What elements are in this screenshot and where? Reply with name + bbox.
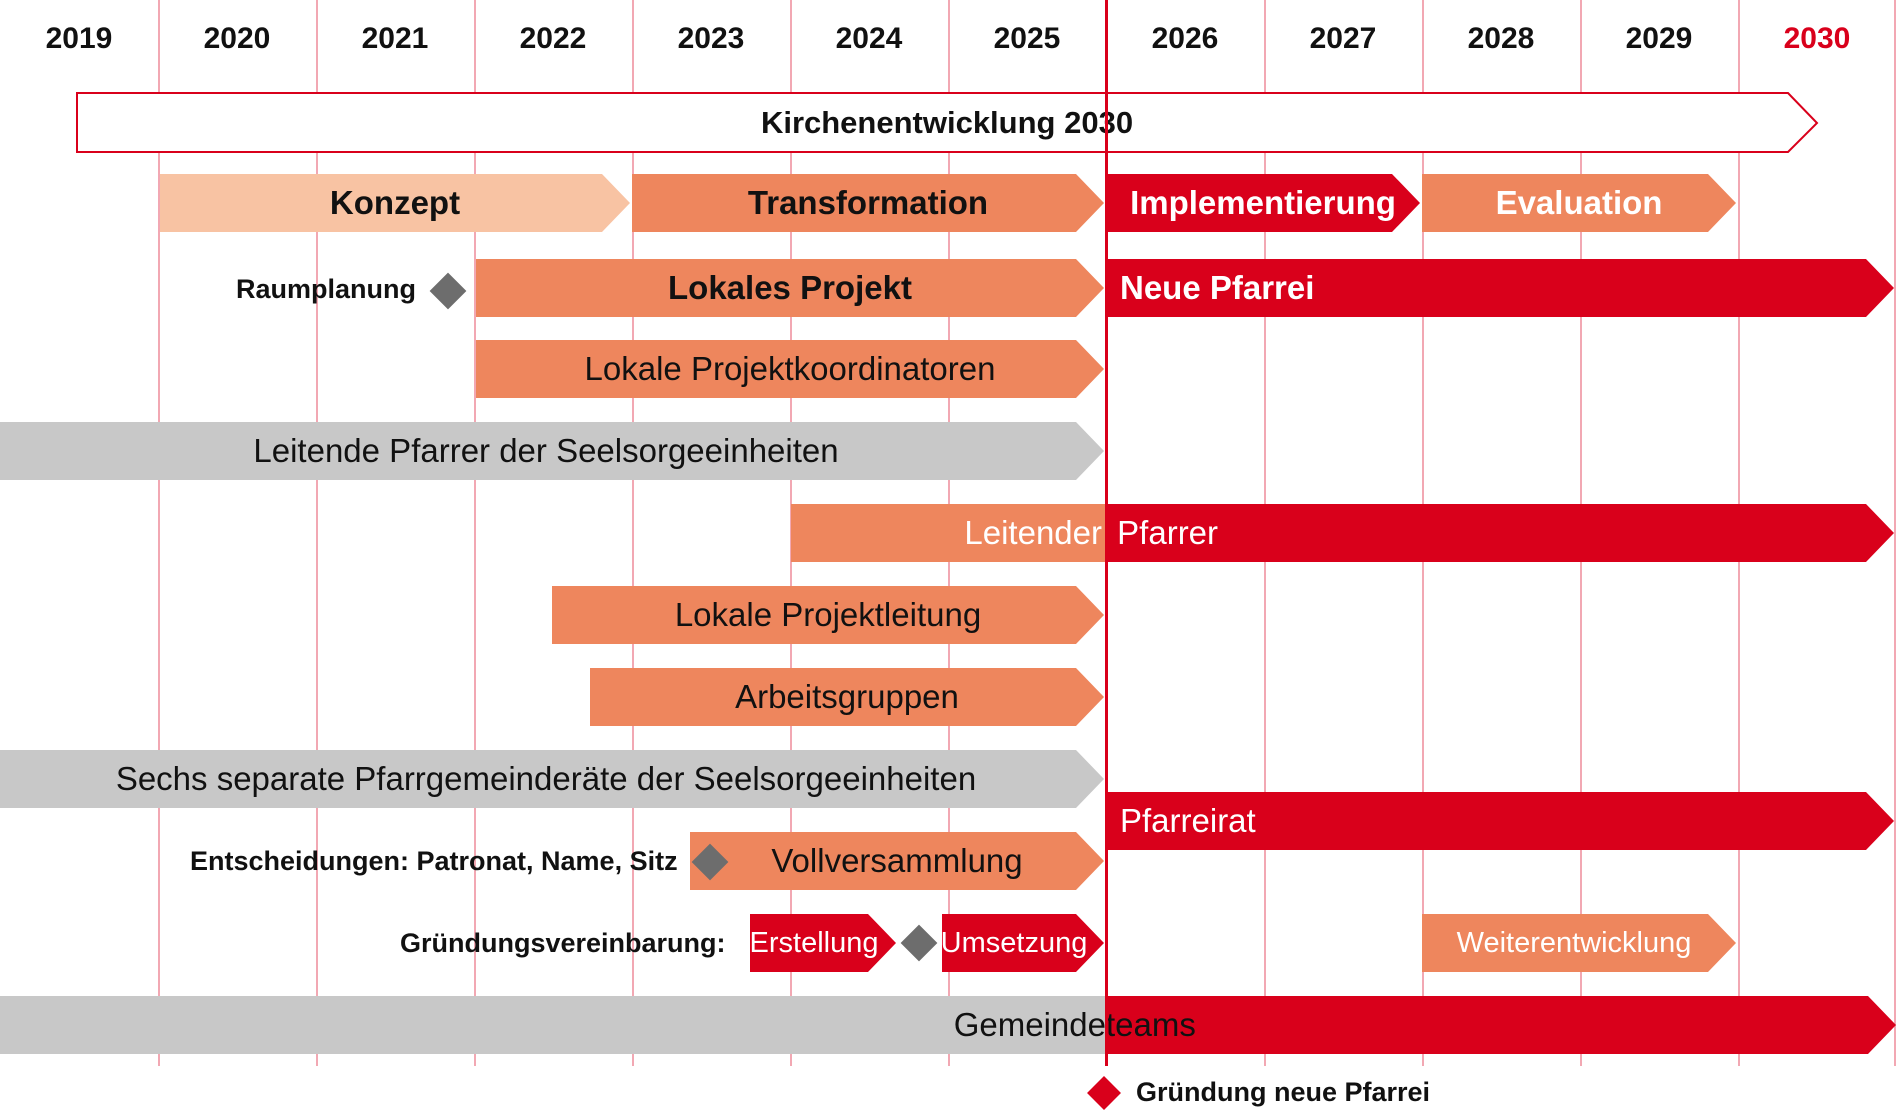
main-bar-label: Kirchenentwicklung 2030 <box>760 104 1134 140</box>
gemeindeteams-bar-part1: Gemeinde <box>0 996 1106 1054</box>
main-arrow-outline <box>76 92 1819 153</box>
phase-transformation: Transformation <box>632 174 1104 232</box>
year-gridline <box>1894 0 1896 1066</box>
projektleitung-bar: Lokale Projektleitung <box>552 586 1104 644</box>
leitender-pfarrer-bar-part1: Leitender <box>791 504 1106 562</box>
year-label: 2020 <box>203 22 271 55</box>
phase-implementierung: Implementierung <box>1106 174 1420 232</box>
year-label: 2023 <box>677 22 745 55</box>
year-label: 2019 <box>45 22 113 55</box>
year-gridline <box>316 0 318 1066</box>
legend-label: Gründung neue Pfarrei <box>1136 1077 1431 1107</box>
leitende-pfarrer-bar: Leitende Pfarrer der Seelsorgeeinheiten <box>0 422 1104 480</box>
leitender-pfarrer-bar-part2: Pfarrer <box>1106 504 1894 562</box>
pfarreirat-bar: Pfarreirat <box>1106 792 1894 850</box>
legend-diamond-icon <box>1087 1076 1121 1110</box>
gemeindeteams-bar-part2: teams <box>1106 996 1896 1054</box>
today-line <box>1105 0 1108 1066</box>
year-label: 2029 <box>1625 22 1693 55</box>
phase-konzept: Konzept <box>160 174 630 232</box>
milestone-diamond-icon <box>900 924 938 962</box>
teams-label: teams <box>1106 1006 1196 1043</box>
year-gridline <box>632 0 634 1066</box>
gruendungsvereinbarung-label: Gründungsvereinbarung: <box>400 928 726 958</box>
year-label: 2028 <box>1467 22 1535 55</box>
weiterentwicklung-bar: Weiterentwicklung <box>1422 914 1736 972</box>
year-label: 2024 <box>835 22 903 55</box>
year-label: 2022 <box>519 22 587 55</box>
year-gridline <box>474 0 476 1066</box>
phase-evaluation: Evaluation <box>1422 174 1736 232</box>
year-label: 2021 <box>361 22 429 55</box>
year-label: 2025 <box>993 22 1061 55</box>
entscheidungen-label: Entscheidungen: Patronat, Name, Sitz <box>190 846 678 876</box>
year-label: 2026 <box>1151 22 1219 55</box>
year-gridline <box>158 0 160 1066</box>
erstellung-bar: Erstellung <box>750 914 896 972</box>
leitender-label: Leitender <box>964 514 1102 551</box>
year-label: 2027 <box>1309 22 1377 55</box>
arbeitsgruppen-bar: Arbeitsgruppen <box>590 668 1104 726</box>
milestone-diamond-icon <box>429 272 467 310</box>
year-label-highlight: 2030 <box>1783 22 1851 55</box>
lokales-projekt-bar: Lokales Projekt <box>476 259 1104 317</box>
projektkoordinatoren-bar: Lokale Projektkoordinatoren <box>476 340 1104 398</box>
pfarrgemeinderaete-bar: Sechs separate Pfarrgemeinderäte der See… <box>0 750 1104 808</box>
raumplanung-label: Raumplanung <box>236 274 416 304</box>
umsetzung-bar: Umsetzung <box>942 914 1104 972</box>
gemeinde-label: Gemeinde <box>953 1006 1106 1043</box>
pfarrer-label: Pfarrer <box>1108 514 1219 551</box>
vollversammlung-bar: Vollversammlung <box>690 832 1104 890</box>
neue-pfarrei-bar: Neue Pfarrei <box>1106 259 1894 317</box>
